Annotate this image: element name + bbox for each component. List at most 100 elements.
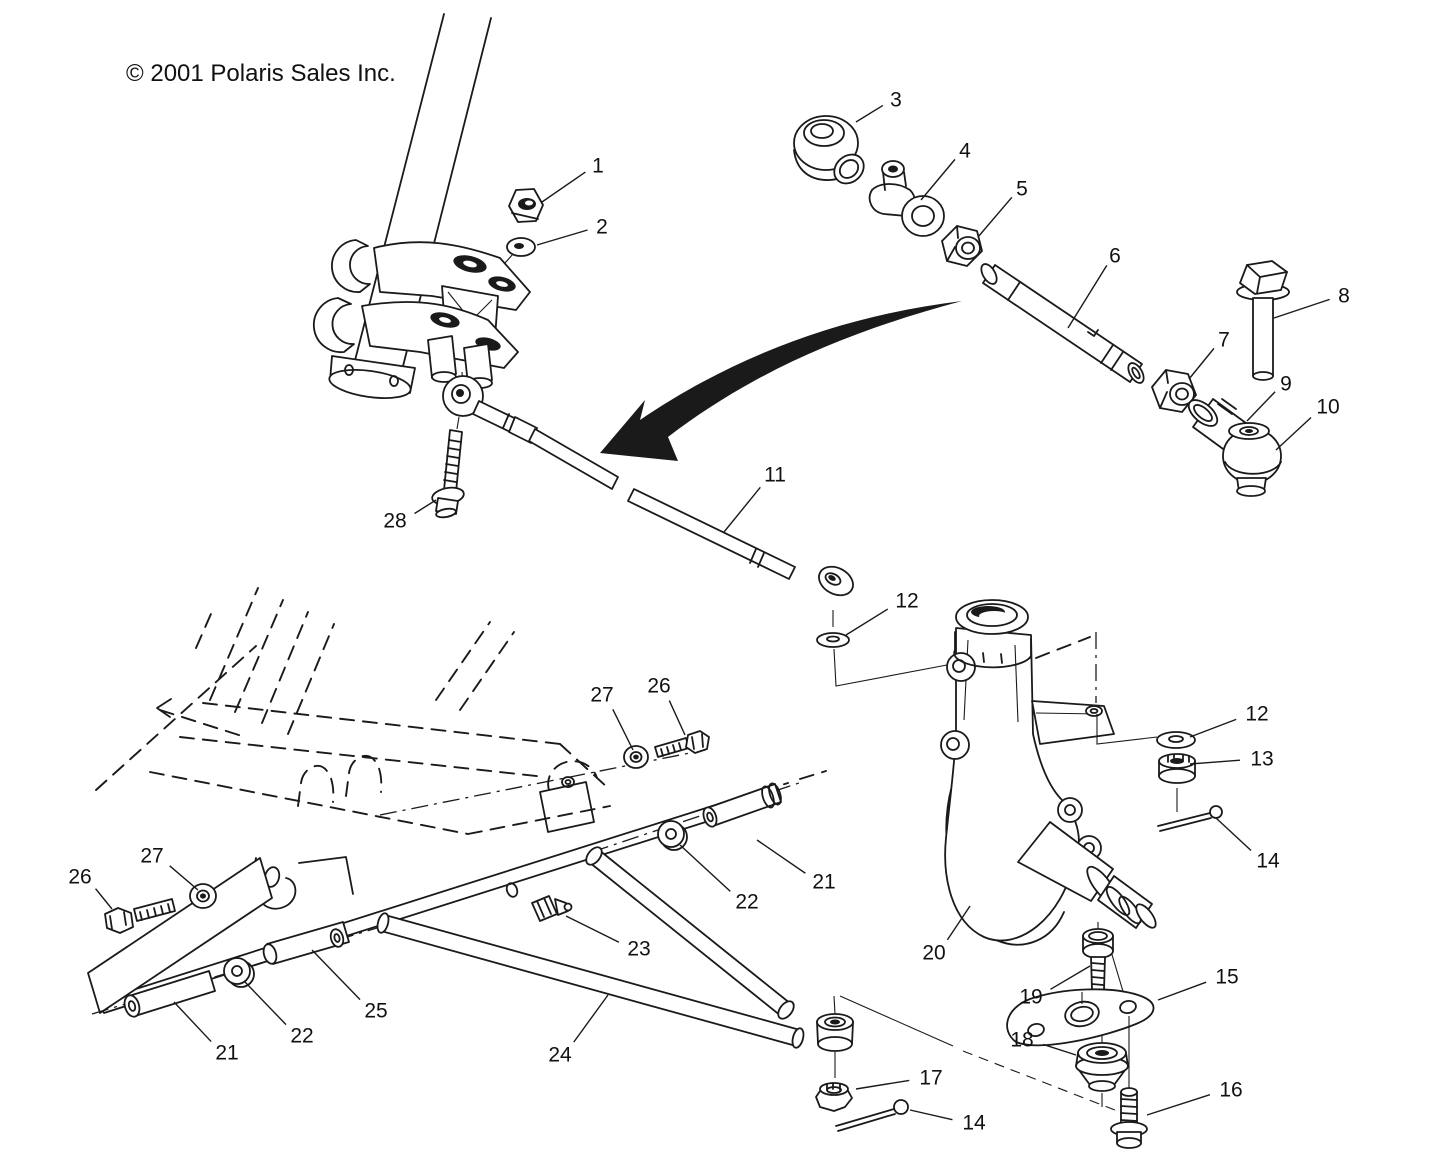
- column-clamp: [312, 239, 531, 389]
- callout-3: 3: [890, 89, 902, 112]
- ball-joint-10: [1222, 422, 1282, 497]
- grease-fitting-23: [505, 882, 573, 922]
- callout-leader-21: [173, 1001, 212, 1043]
- callout-24: 24: [548, 1044, 572, 1067]
- callout-16: 16: [1219, 1079, 1242, 1102]
- callout-25: 25: [364, 1000, 387, 1023]
- callout-17: 17: [919, 1067, 942, 1090]
- callout-20: 20: [922, 942, 945, 965]
- callout-leader-2: [536, 229, 588, 246]
- callout-leader-3: [855, 104, 884, 123]
- bolt-19: [1082, 922, 1129, 1009]
- callout-11: 11: [764, 464, 786, 487]
- bolt-8: [1236, 260, 1290, 381]
- bolt-28: [431, 416, 465, 519]
- washer-2: [504, 237, 536, 264]
- callout-leader-5: [977, 196, 1013, 238]
- callout-15: 15: [1215, 966, 1238, 989]
- frame-phantom: [95, 587, 611, 895]
- callout-leader-15: [1157, 981, 1207, 1001]
- a-arm-24: [376, 846, 805, 1049]
- callout-leader-10: [1275, 417, 1312, 451]
- callout-leader-1: [541, 171, 586, 203]
- alignment-lines-lower: [839, 995, 1121, 1113]
- callout-leader-12: [845, 608, 889, 636]
- washer-27-left: [189, 883, 217, 909]
- callout-14: 14: [1256, 850, 1280, 873]
- pivot-tube-21-mid: [702, 782, 782, 828]
- nut-7: [1151, 369, 1197, 413]
- callout-leader-7: [1188, 347, 1215, 380]
- bolt-26-left: [104, 898, 176, 934]
- callout-9: 9: [1280, 373, 1292, 396]
- callout-12: 12: [1245, 703, 1268, 726]
- mount-plate-15: [1006, 988, 1155, 1047]
- callout-27: 27: [140, 845, 163, 868]
- callout-26: 26: [647, 675, 670, 698]
- cotter-pin-14-bottom: [835, 1099, 909, 1132]
- washer-12-right: [1096, 714, 1196, 749]
- callout-leader-25: [311, 949, 361, 1001]
- callout-1: 1: [592, 155, 604, 178]
- washer-22-left: [223, 957, 255, 988]
- callout-26: 26: [68, 866, 91, 889]
- callout-leader-8: [1273, 298, 1330, 319]
- callout-leader-11: [723, 486, 761, 533]
- callout-leader-19: [1050, 965, 1091, 990]
- callout-leader-23: [565, 915, 620, 943]
- callout-10: 10: [1316, 396, 1339, 419]
- ball-joint-bushing: [816, 995, 854, 1078]
- callout-22: 22: [735, 891, 758, 914]
- callout-2: 2: [596, 216, 608, 239]
- callout-leader-22: [244, 981, 287, 1026]
- tie-rod-tube-6: [980, 263, 1145, 384]
- washer-27-mid: [623, 745, 649, 769]
- callout-leader-22: [679, 844, 731, 892]
- column-end-cap: [328, 355, 416, 399]
- callout-leader-14: [1215, 817, 1252, 851]
- callout-21: 21: [812, 871, 835, 894]
- copyright-text: © 2001 Polaris Sales Inc.: [126, 60, 396, 87]
- callout-leader-13: [1189, 759, 1241, 765]
- direction-arrow: [600, 301, 962, 461]
- callout-23: 23: [627, 938, 650, 961]
- callout-leader-20: [946, 905, 971, 941]
- castle-nut-17: [815, 1082, 853, 1112]
- callout-14: 14: [962, 1112, 986, 1135]
- spacer-tube-25: [262, 921, 350, 965]
- callout-leader-16: [1146, 1094, 1211, 1116]
- steering-knuckle-20: [940, 599, 1157, 946]
- callout-leader-21: [756, 839, 806, 874]
- callout-6: 6: [1109, 245, 1121, 268]
- nut-5: [941, 225, 983, 267]
- callout-8: 8: [1338, 285, 1350, 308]
- joint-4: [868, 160, 945, 237]
- steering-column: [312, 13, 531, 399]
- callout-4: 4: [959, 140, 971, 163]
- callout-leader-6: [1067, 265, 1108, 329]
- rod-end-3: [793, 115, 865, 185]
- callout-13: 13: [1250, 748, 1273, 771]
- tie-rod-11: [442, 371, 854, 597]
- callout-leader-12: [1189, 718, 1237, 738]
- callout-leader-14: [909, 1109, 953, 1121]
- callout-leader-9: [1246, 391, 1276, 422]
- callout-leader-28: [414, 499, 437, 515]
- washer-22-mid: [657, 820, 688, 851]
- callout-12: 12: [895, 590, 918, 613]
- nut-1: [508, 188, 544, 223]
- callout-22: 22: [290, 1025, 313, 1048]
- callout-leader-27: [169, 865, 199, 891]
- callout-19: 19: [1019, 986, 1042, 1009]
- callout-leader-26: [668, 700, 686, 736]
- callout-leader-27: [612, 709, 634, 751]
- callout-leader-18: [1042, 1043, 1077, 1056]
- bolt-26-mid: [654, 730, 710, 758]
- bolt-16: [1110, 1016, 1148, 1149]
- callout-28: 28: [383, 510, 406, 533]
- callout-leader-17: [855, 1079, 910, 1090]
- washer-12-left: [816, 610, 948, 687]
- callout-7: 7: [1218, 329, 1230, 352]
